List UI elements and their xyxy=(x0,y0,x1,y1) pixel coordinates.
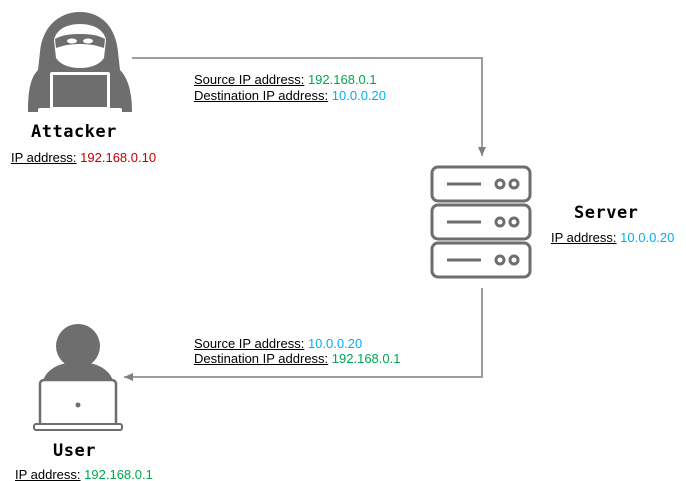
request-source-label: Source IP address: xyxy=(194,72,305,87)
request-destination-value: 10.0.0.20 xyxy=(331,88,387,103)
server-ip-value: 10.0.0.20 xyxy=(620,230,675,245)
attacker-ip-value: 192.168.0.10 xyxy=(80,150,157,165)
hooded-hacker-icon xyxy=(28,12,132,114)
response-destination-value: 192.168.0.1 xyxy=(331,351,401,366)
request-source-value: 192.168.0.1 xyxy=(307,72,377,87)
response-source: Source IP address: 10.0.0.20 xyxy=(194,336,362,351)
request-destination-label: Destination IP address: xyxy=(194,88,329,103)
server-ip: IP address: 10.0.0.20 xyxy=(551,230,674,245)
attacker-ip-label: IP address: xyxy=(11,150,77,165)
attacker-title: Attacker xyxy=(31,122,117,142)
response-source-value: 10.0.0.20 xyxy=(307,336,363,351)
user-ip-label: IP address: xyxy=(15,467,81,481)
request-source: Source IP address: 192.168.0.1 xyxy=(194,72,377,87)
server-ip-label: IP address: xyxy=(551,230,617,245)
request-destination: Destination IP address: 10.0.0.20 xyxy=(194,88,386,103)
server-rack-icon xyxy=(430,165,532,279)
response-destination: Destination IP address: 192.168.0.1 xyxy=(194,351,400,366)
server-title: Server xyxy=(574,203,639,223)
response-arrow xyxy=(124,288,483,381)
response-source-label: Source IP address: xyxy=(194,336,305,351)
request-arrow xyxy=(132,57,486,156)
user-laptop-icon xyxy=(33,324,123,431)
user-ip-value: 192.168.0.1 xyxy=(84,467,153,481)
user-title: User xyxy=(53,441,96,461)
attacker-ip: IP address: 192.168.0.10 xyxy=(11,150,156,165)
user-ip: IP address: 192.168.0.1 xyxy=(15,467,153,481)
response-destination-label: Destination IP address: xyxy=(194,351,329,366)
